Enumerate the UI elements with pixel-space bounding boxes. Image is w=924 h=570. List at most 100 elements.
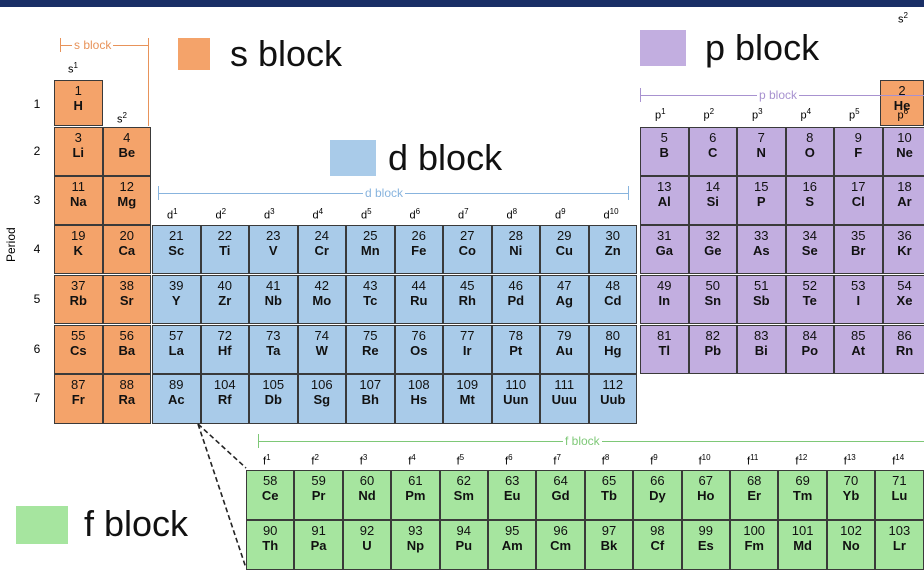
sublabel-p2: p2 — [704, 106, 715, 122]
sublabel-f6: f6 — [505, 452, 513, 468]
atomic-number: 42 — [299, 279, 346, 293]
atomic-number: 80 — [590, 329, 637, 343]
element-symbol: Eu — [489, 489, 535, 503]
atomic-number: 101 — [779, 524, 825, 538]
element-symbol: U — [344, 539, 390, 553]
legend-s-label: s block — [230, 35, 342, 73]
element-symbol: C — [690, 146, 737, 160]
element-symbol: Tb — [586, 489, 632, 503]
element-symbol: Cu — [541, 244, 588, 258]
atomic-number: 54 — [884, 279, 924, 293]
element-symbol: Hs — [396, 393, 443, 407]
atomic-number: 89 — [153, 378, 200, 392]
element-symbol: Dy — [634, 489, 680, 503]
period-number-2: 2 — [28, 145, 46, 157]
atomic-number: 107 — [347, 378, 394, 392]
element-symbol: Ga — [641, 244, 688, 258]
atomic-number: 72 — [202, 329, 249, 343]
f-block-bracket-label: f block — [563, 435, 602, 447]
atomic-number: 45 — [444, 279, 491, 293]
element-symbol: Fe — [396, 244, 443, 258]
element-symbol: Al — [641, 195, 688, 209]
atomic-number: 82 — [690, 329, 737, 343]
element-symbol: S — [787, 195, 834, 209]
legend-d-label: d block — [388, 139, 502, 177]
atomic-number: 56 — [104, 329, 151, 343]
atomic-number: 109 — [444, 378, 491, 392]
period-number-6: 6 — [28, 343, 46, 355]
atomic-number: 25 — [347, 229, 394, 243]
element-symbol: Ne — [884, 146, 924, 160]
atomic-number: 68 — [731, 474, 777, 488]
atomic-number: 81 — [641, 329, 688, 343]
atomic-number: 20 — [104, 229, 151, 243]
atomic-number: 38 — [104, 279, 151, 293]
atomic-number: 3 — [55, 131, 102, 145]
atomic-number: 64 — [537, 474, 583, 488]
atomic-number: 33 — [738, 229, 785, 243]
atomic-number: 48 — [590, 279, 637, 293]
element-symbol: Pm — [392, 489, 438, 503]
legend-f-label: f block — [84, 505, 188, 543]
element-symbol: Pu — [441, 539, 487, 553]
atomic-number: 9 — [835, 131, 882, 145]
atomic-number: 60 — [344, 474, 390, 488]
atomic-number: 92 — [344, 524, 390, 538]
atomic-number: 43 — [347, 279, 394, 293]
atomic-number: 94 — [441, 524, 487, 538]
element-symbol: W — [299, 344, 346, 358]
element-symbol: Ni — [493, 244, 540, 258]
atomic-number: 14 — [690, 180, 737, 194]
atomic-number: 100 — [731, 524, 777, 538]
element-symbol: Fr — [55, 393, 102, 407]
element-symbol: La — [153, 344, 200, 358]
atomic-number: 5 — [641, 131, 688, 145]
period-axis-label: Period — [4, 227, 18, 262]
element-symbol: Xe — [884, 294, 924, 308]
atomic-number: 15 — [738, 180, 785, 194]
d-block-bracket-right — [628, 186, 629, 200]
atomic-number: 29 — [541, 229, 588, 243]
atomic-number: 106 — [299, 378, 346, 392]
sublabel-d7: d7 — [458, 206, 469, 222]
atomic-number: 6 — [690, 131, 737, 145]
element-symbol: V — [250, 244, 297, 258]
s-block-bracket-label: s block — [72, 39, 113, 51]
atomic-number: 36 — [884, 229, 924, 243]
element-symbol: Ta — [250, 344, 297, 358]
element-symbol: Pd — [493, 294, 540, 308]
sublabel-f8: f8 — [602, 452, 610, 468]
atomic-number: 66 — [634, 474, 680, 488]
atomic-number: 102 — [828, 524, 874, 538]
element-symbol: Am — [489, 539, 535, 553]
period-number-1: 1 — [28, 98, 46, 110]
atomic-number: 59 — [295, 474, 341, 488]
